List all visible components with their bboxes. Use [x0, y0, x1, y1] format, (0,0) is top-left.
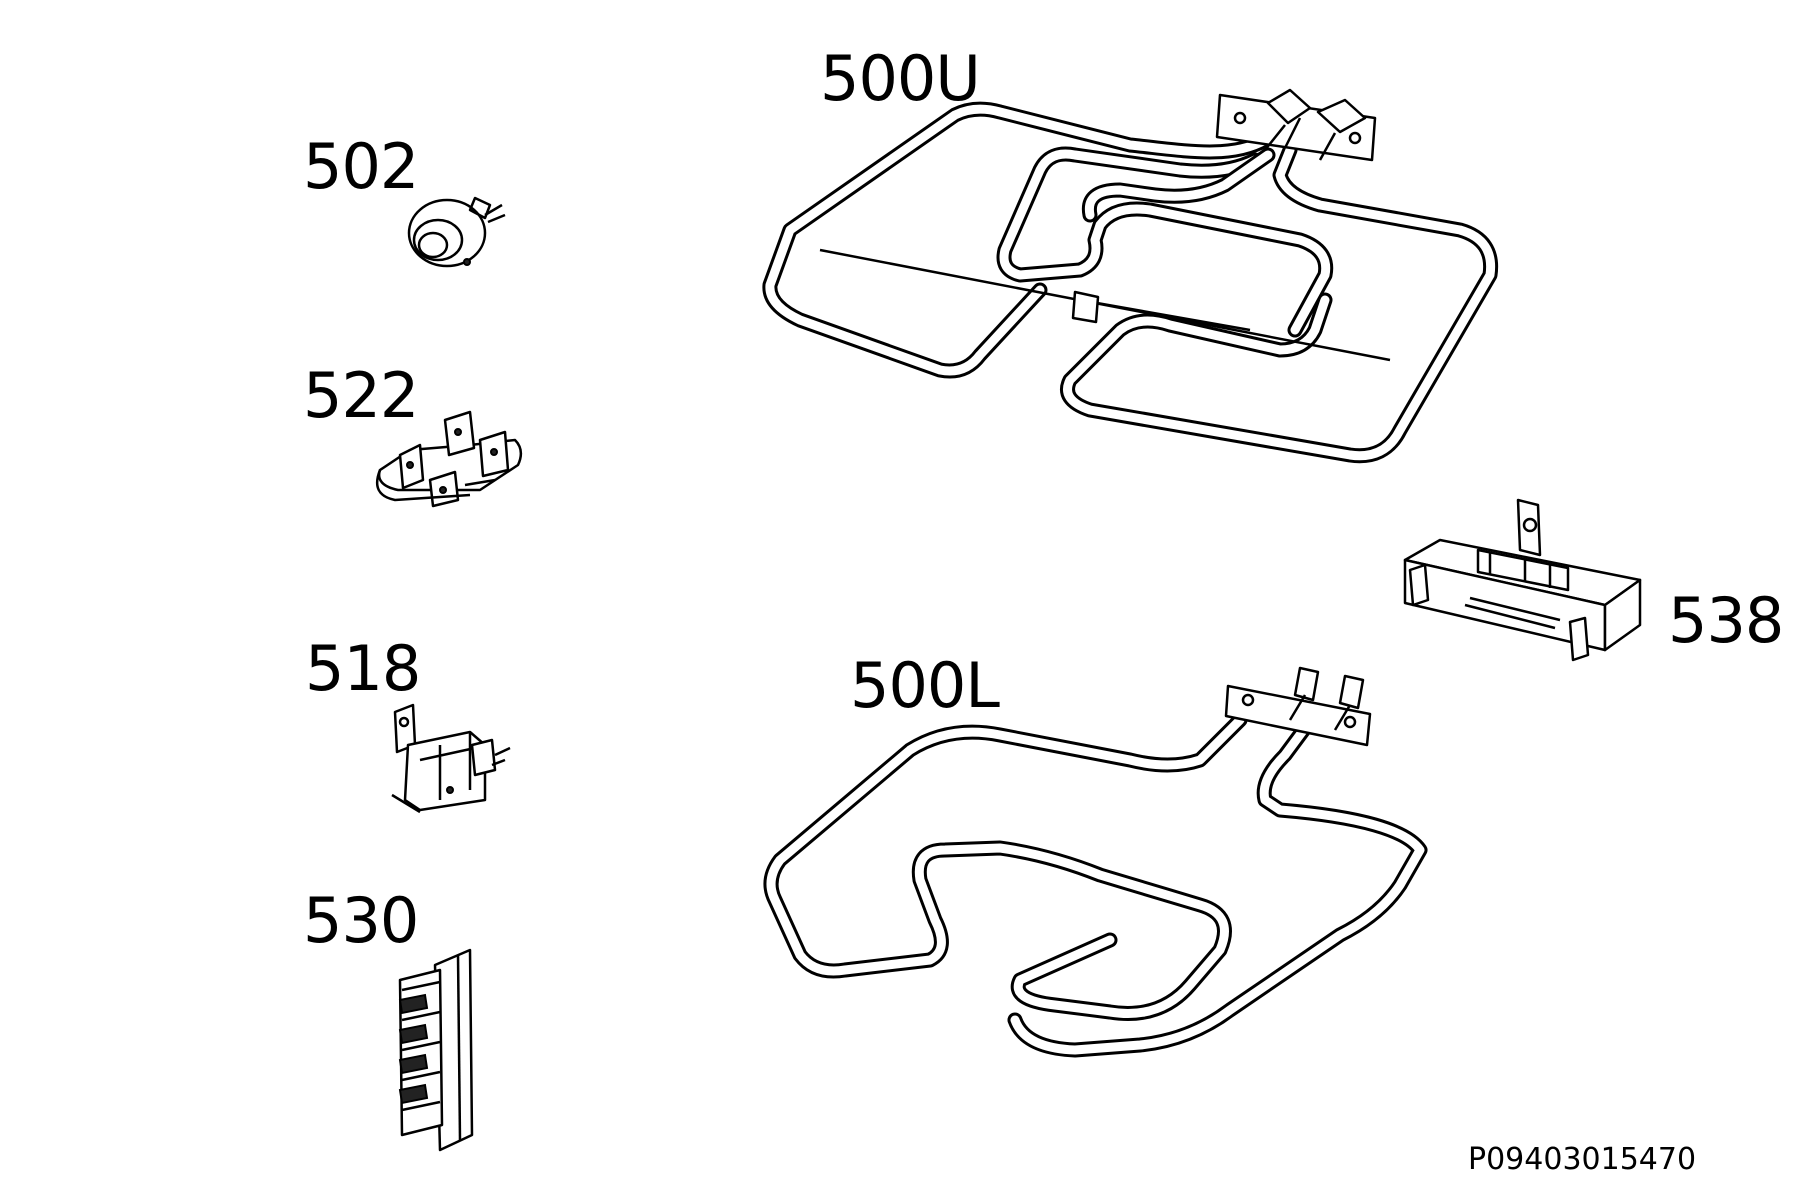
lower-heating-element-500l: [763, 666, 1428, 1058]
thermostat-502: [407, 196, 506, 268]
label-500u: 500U: [820, 42, 981, 115]
drawing-code: P09403015470: [1468, 1142, 1697, 1177]
switch-518: [391, 703, 511, 814]
bracket-538: [1403, 498, 1642, 662]
upper-heating-element-500u: [762, 88, 1499, 464]
label-500l: 500L: [850, 649, 1000, 722]
label-530: 530: [303, 884, 419, 957]
label-502: 502: [303, 130, 419, 203]
label-538: 538: [1668, 584, 1784, 657]
label-518: 518: [305, 632, 421, 705]
terminal-block-530: [398, 948, 474, 1152]
label-522: 522: [303, 359, 419, 432]
switch-522: [375, 410, 523, 508]
